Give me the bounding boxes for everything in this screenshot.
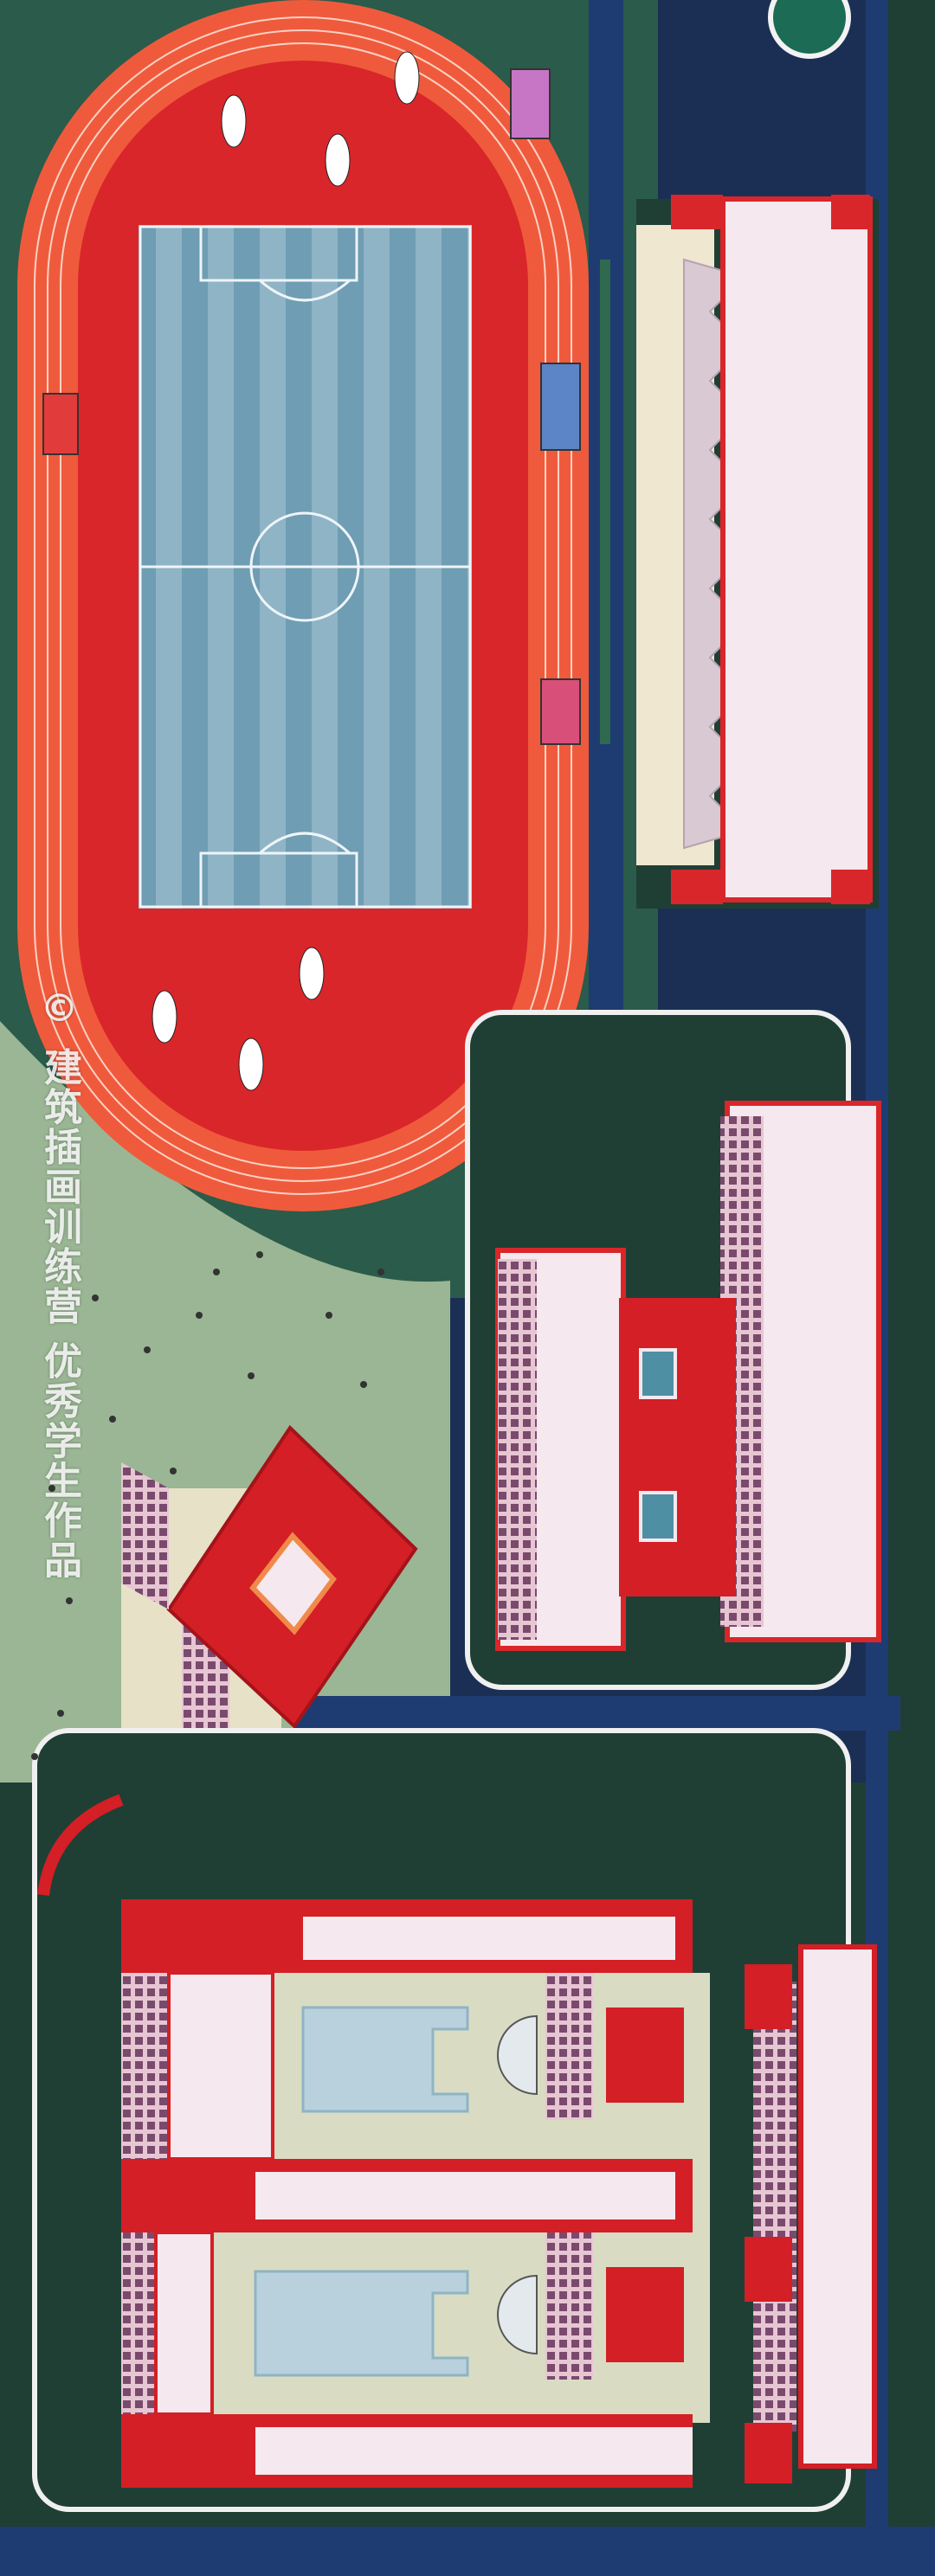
roundabout-top [768, 0, 851, 59]
complex-right-tower-3 [745, 2423, 792, 2483]
courtyard-pool-top [301, 2006, 469, 2113]
grass-right-strip [883, 0, 935, 2576]
complex-wing-bottom-roof [255, 2427, 693, 2475]
road-middle-horizontal [294, 1696, 900, 1731]
track-stand-left [42, 393, 79, 455]
complex-right-facade [753, 1982, 796, 2431]
dome-bottom [497, 2274, 538, 2355]
middle-building-skylight-1 [639, 1348, 677, 1399]
soccer-field-lines [139, 225, 472, 909]
road-bottom-horizontal [0, 2527, 935, 2576]
complex-wing-middle-roof [255, 2172, 675, 2219]
complex-right-wing [798, 1944, 877, 2469]
hall-top [606, 2007, 684, 2103]
track-stand-pink [540, 678, 581, 745]
grandstand-building [600, 195, 879, 909]
complex-left-roof-top [167, 1971, 274, 2161]
hall-bottom [606, 2267, 684, 2362]
middle-building-left-facade [498, 1259, 537, 1640]
track-stand-right [540, 363, 581, 451]
grandstand-corner-top [671, 195, 723, 229]
dome-top [497, 2014, 538, 2096]
running-track-lane-2 [47, 29, 559, 1182]
lower-teaching-complex [32, 1728, 877, 2512]
stadium [17, 0, 589, 1211]
middle-building-skylight-2 [639, 1491, 677, 1542]
middle-building-center-block [619, 1298, 736, 1596]
track-stand-pink-top [510, 68, 551, 139]
hall-bottom-stairs [545, 2232, 593, 2380]
courtyard-pool-bottom [254, 2270, 469, 2377]
watermark-text: © 建筑插画训练营 优秀学生作品 [37, 986, 81, 1580]
running-track-lanes [34, 16, 572, 1195]
grandstand-corner-bottom [671, 870, 723, 904]
people-on-lawn [31, 1251, 384, 1760]
complex-left-roof-bottom [154, 2231, 214, 2416]
curved-walkway [37, 1794, 124, 1896]
complex-left-facade-top [121, 1973, 173, 2159]
people-groups-infield [152, 51, 420, 1091]
complex-wing-top-roof [303, 1917, 675, 1960]
grandstand-corner-top-right [831, 195, 870, 229]
complex-right-tower-1 [745, 1964, 792, 2029]
tower-left-face [121, 1462, 169, 1609]
tower-roof-atrium [249, 1532, 337, 1635]
complex-right-tower-2 [745, 2237, 792, 2302]
running-track-lane-3 [60, 42, 546, 1169]
middle-teaching-building [465, 1010, 881, 1690]
grandstand-roof [720, 196, 873, 903]
grandstand-corner-bottom-right [831, 870, 870, 904]
hall-top-stairs [545, 1973, 593, 2120]
green-strip [600, 260, 610, 744]
